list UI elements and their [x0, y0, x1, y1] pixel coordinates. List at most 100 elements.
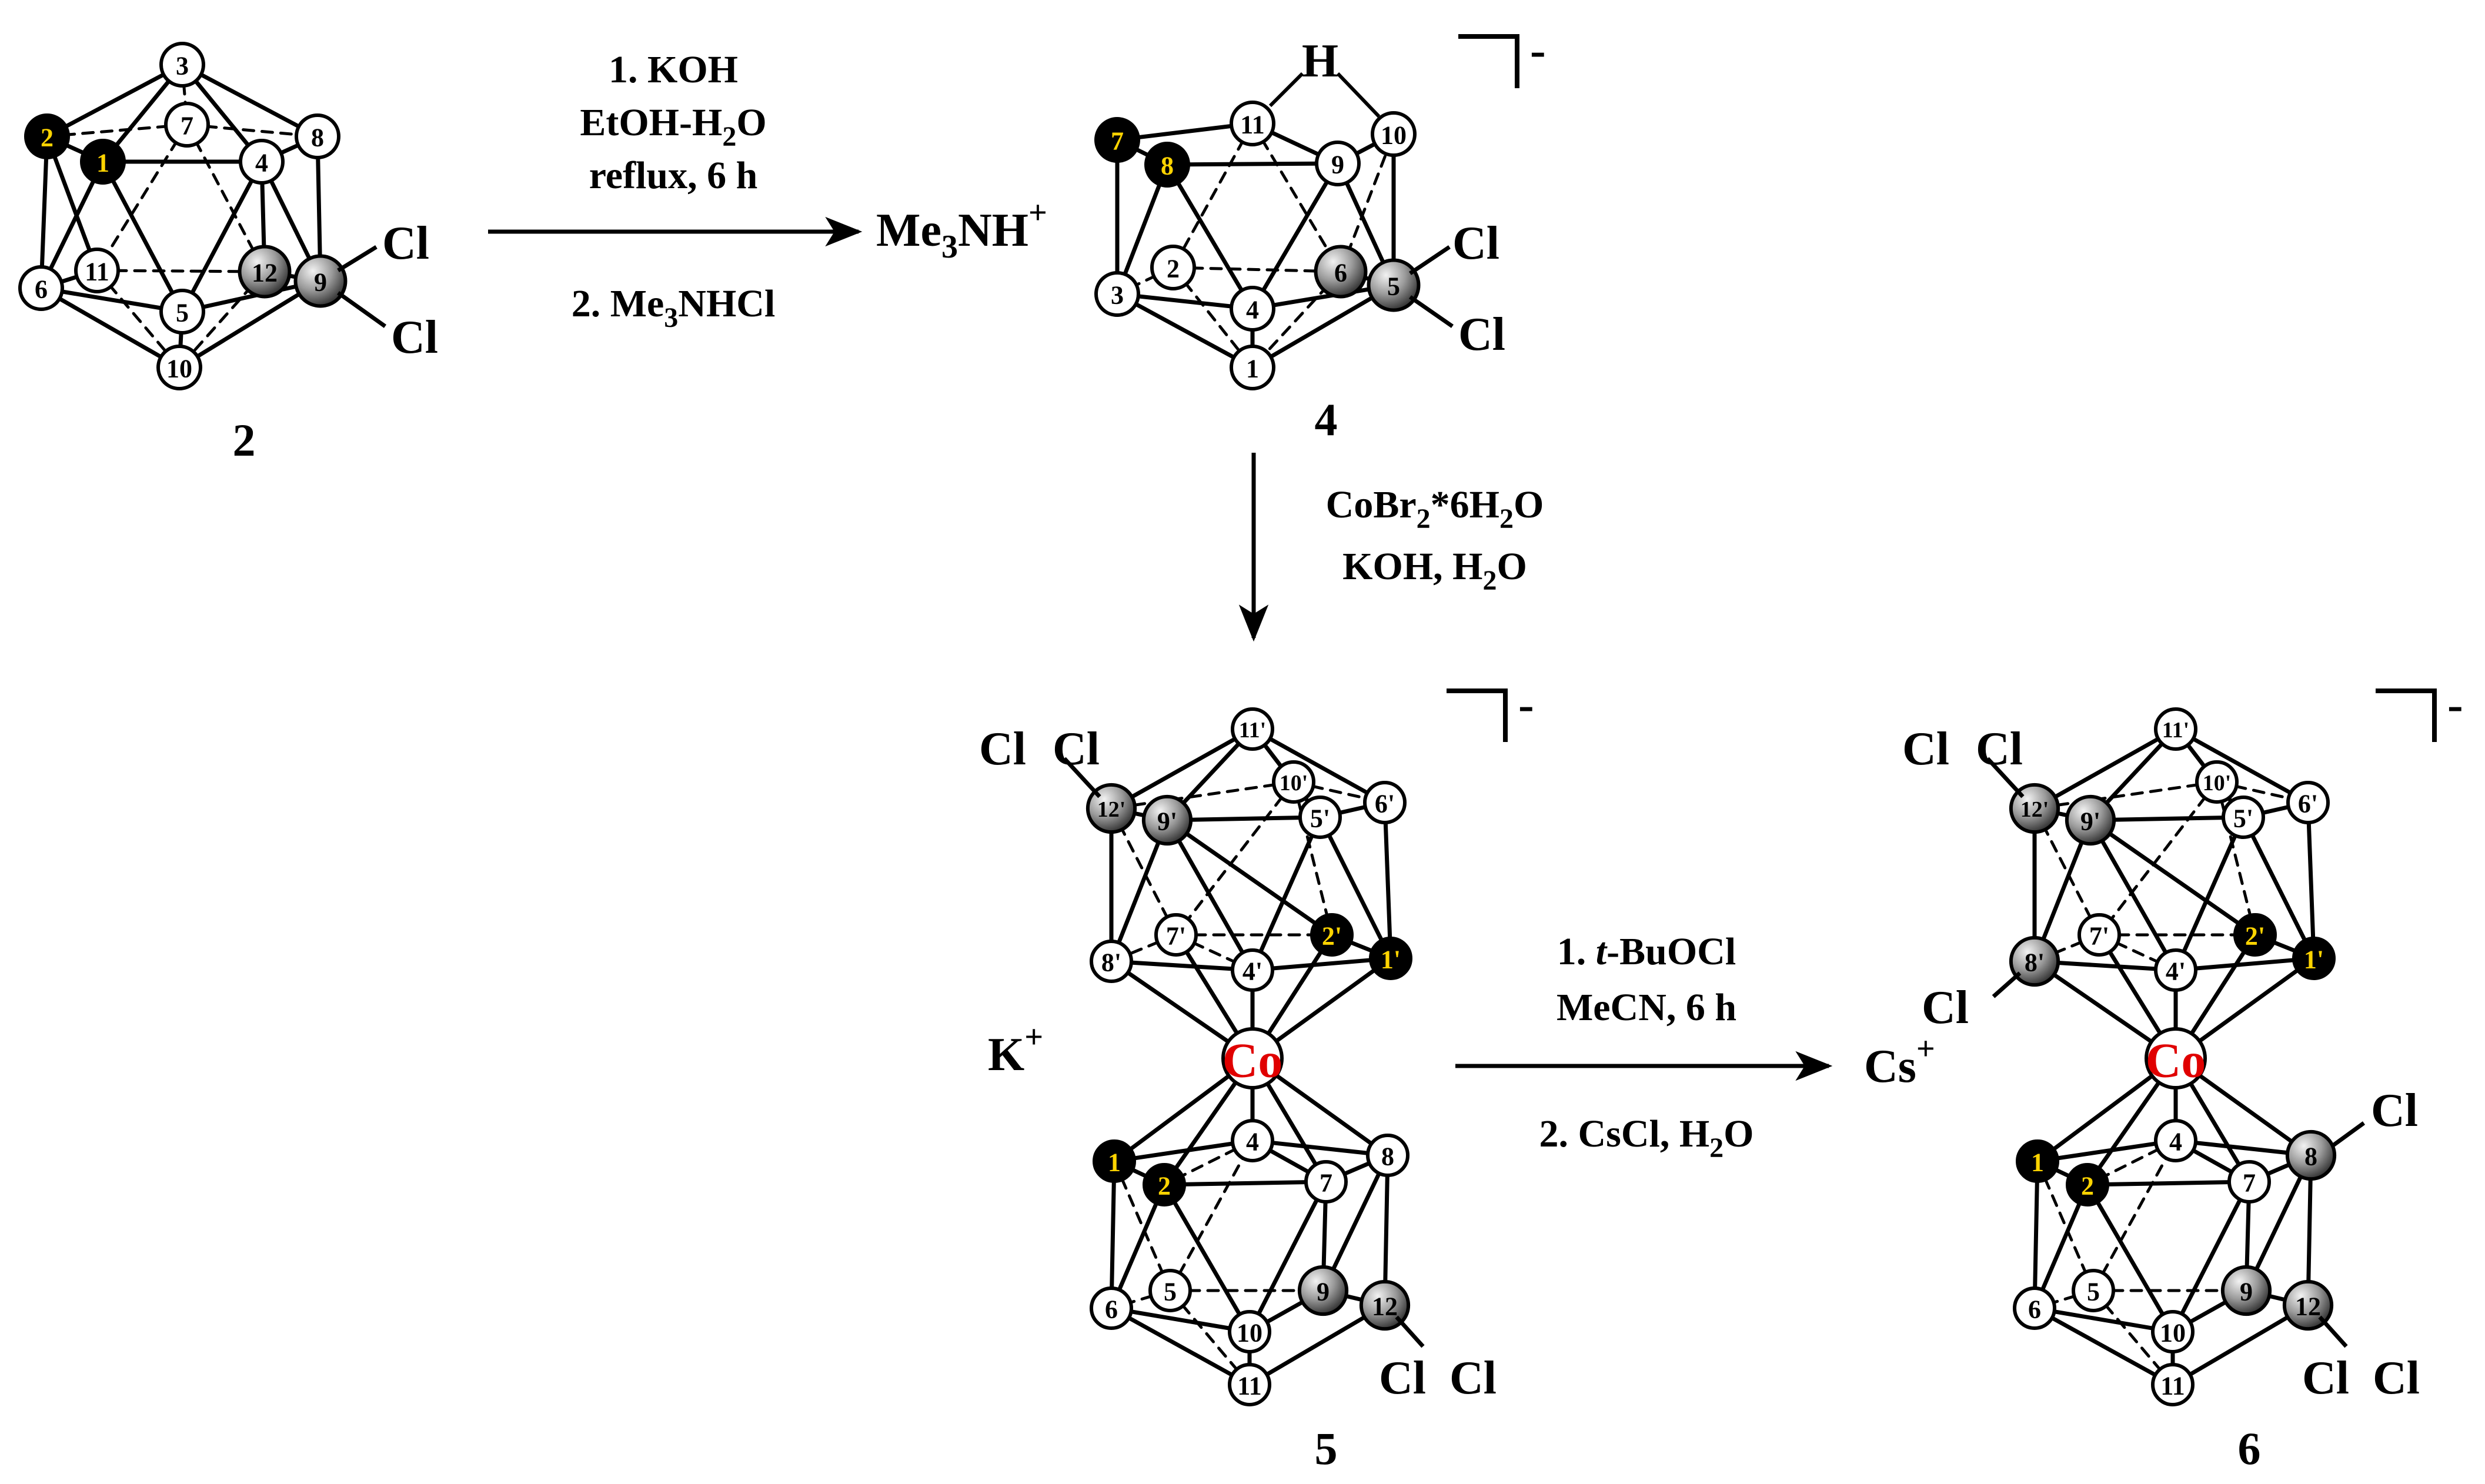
bond	[101, 159, 185, 314]
bond	[2032, 727, 2178, 811]
cluster-atom	[1310, 913, 1354, 957]
cluster-atom	[1154, 913, 1198, 957]
chlorine-label: Cl	[1976, 723, 2023, 775]
cluster-atom	[1366, 1134, 1409, 1177]
atom-number: 12	[2295, 1292, 2321, 1321]
cl-bond	[1409, 295, 1454, 328]
bond	[2035, 1138, 2178, 1164]
atom-number: 12	[1372, 1292, 1398, 1321]
atom-number: 11	[1240, 111, 1265, 139]
atom-number: 12	[252, 259, 278, 288]
chlorine-label: Cl	[1458, 309, 1505, 360]
atom-number: 9'	[1157, 807, 1177, 836]
atom-number: 11	[1237, 1372, 1262, 1401]
bond	[2088, 818, 2178, 972]
chlorine-label: Cl	[979, 723, 1026, 775]
atom-number: 4	[1246, 1128, 1259, 1157]
chlorine-label: Cl	[2373, 1352, 2420, 1404]
atom-number: 4'	[1242, 957, 1262, 986]
atom-number: 2'	[2245, 922, 2265, 951]
cluster-atom	[2151, 1310, 2195, 1353]
atom-number: 10	[1237, 1319, 1262, 1348]
atom-number: 9	[1331, 151, 1344, 179]
bond	[39, 286, 182, 370]
step3-reagent-2: 2. CsCl, H2O	[1539, 1112, 1753, 1164]
atom-number: 5'	[1310, 804, 1330, 833]
cation-trimethylammonium: Me3NH+	[876, 195, 1047, 265]
atom-number: 6	[2028, 1295, 2041, 1324]
step1-reagent-3: 2. Me3NHCl	[572, 282, 776, 333]
atom-number: 1	[96, 149, 109, 178]
charge-6: -	[2447, 679, 2463, 731]
cluster-atom	[1231, 948, 1274, 992]
bond	[45, 62, 185, 139]
atom-number: 7	[2243, 1169, 2256, 1198]
back-bond	[2036, 1159, 2095, 1292]
atom-number: 8	[2304, 1142, 2317, 1171]
bond	[1109, 1306, 1252, 1334]
cluster-atom	[1231, 1119, 1274, 1162]
cluster-atom	[1230, 101, 1275, 146]
atom-number: 1	[2031, 1148, 2044, 1177]
atom-number: 8	[1161, 152, 1174, 181]
step1-reagent-1: 1. KOH	[609, 48, 738, 91]
cluster-atom	[74, 248, 120, 293]
bond	[1247, 1303, 1387, 1387]
bond	[2173, 815, 2246, 972]
cluster-atom	[2195, 760, 2239, 804]
charge-bracket-5	[1447, 688, 1508, 742]
cluster-atom	[1094, 117, 1140, 163]
atom-number: 5	[1164, 1278, 1177, 1306]
back-bond	[185, 123, 266, 273]
atom-number: 10'	[1280, 771, 1308, 796]
cluster-atom	[1371, 111, 1417, 157]
cluster-atom	[2285, 1129, 2337, 1181]
back-bond	[1113, 1159, 1172, 1292]
cobalt-label: Co	[2146, 1034, 2206, 1088]
step2-reagent-1: CoBr2*6H2O	[1326, 483, 1544, 534]
cl-bond	[337, 245, 378, 272]
atom-number: 4	[2169, 1128, 2182, 1157]
step3-reagent-1: 1. t-BuOCl	[1557, 930, 1736, 973]
cluster-atom	[156, 345, 202, 390]
back-bond	[1171, 122, 1254, 269]
atom-number: 7'	[2089, 922, 2109, 951]
cation-potassium: K+	[988, 1019, 1043, 1081]
cluster-atom	[2292, 937, 2336, 980]
atom-number: 3	[176, 52, 189, 81]
bond	[1109, 1306, 1252, 1387]
bond	[1165, 162, 1255, 311]
cluster-atom	[1228, 1363, 1271, 1406]
back-bond	[1174, 933, 1254, 972]
cluster-atom	[2077, 913, 2121, 957]
cobalt-label: Co	[1223, 1034, 1283, 1088]
cluster-atom	[2227, 1160, 2271, 1204]
bond	[1165, 818, 1255, 972]
atom-number: 10	[1381, 121, 1407, 150]
bridge-hydrogen: H	[1302, 35, 1338, 87]
cluster-atom	[2233, 913, 2277, 957]
cluster-atom	[238, 245, 292, 299]
bond	[2173, 956, 2316, 972]
chlorine-label: Cl	[1449, 1352, 1497, 1404]
back-bond	[1251, 122, 1342, 273]
bond	[2306, 800, 2316, 961]
bond	[1165, 815, 1322, 823]
atom-number: 9	[1317, 1278, 1330, 1306]
atom-number: 8'	[2025, 948, 2045, 977]
bond	[2241, 815, 2316, 961]
bond	[1115, 292, 1255, 370]
back-bond	[95, 123, 189, 272]
reaction-step-3: 1. t-BuOCl MeCN, 6 h 2. CsCl, H2O	[1455, 930, 1833, 1164]
cluster-atom	[1231, 707, 1274, 751]
bond	[177, 279, 323, 370]
cluster-atom	[1230, 345, 1275, 390]
cluster-atom	[1315, 141, 1361, 186]
atom-number: 11'	[2162, 718, 2189, 743]
atom-number: 9'	[2080, 807, 2100, 836]
cl-bond	[1409, 245, 1451, 275]
reaction-step-1: 1. KOH EtOH-H2O reflux, 6 h 2. Me3NHCl	[488, 48, 863, 333]
bond	[2088, 815, 2246, 823]
